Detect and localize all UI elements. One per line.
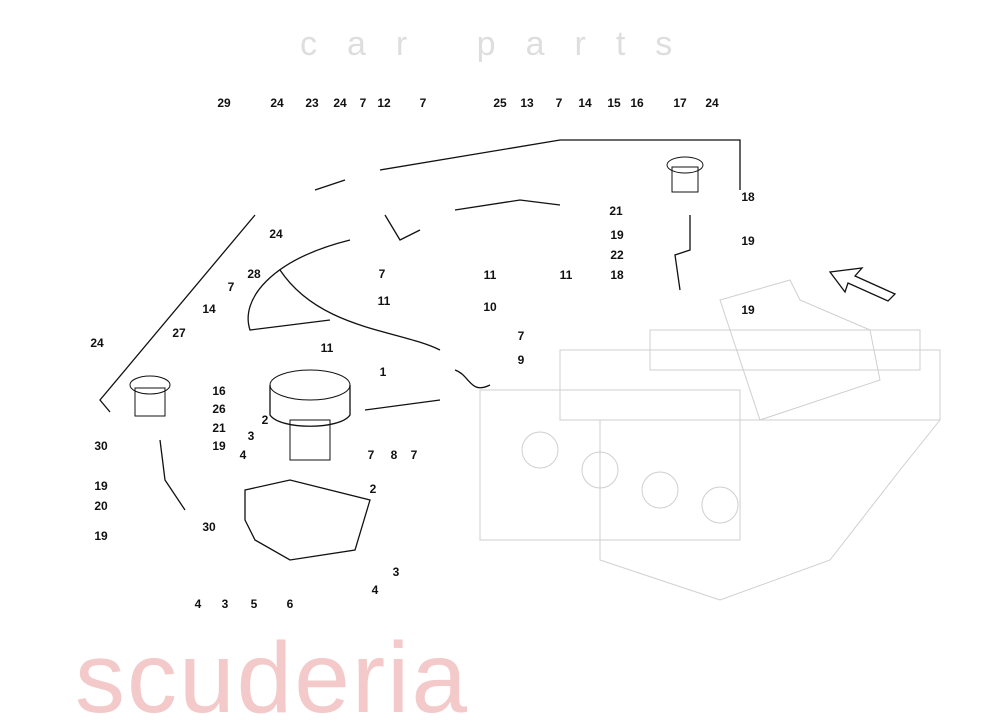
callout-19: 19 xyxy=(212,439,226,453)
callout-2: 2 xyxy=(262,413,269,427)
callout-4: 4 xyxy=(372,583,379,597)
hose-28 xyxy=(247,239,351,331)
hose-9 xyxy=(454,369,491,389)
callout-28: 28 xyxy=(247,267,261,281)
callout-21: 21 xyxy=(609,204,623,218)
callout-3: 3 xyxy=(248,429,255,443)
callout-25: 25 xyxy=(493,96,507,110)
hose-25 xyxy=(379,139,741,190)
callout-15: 15 xyxy=(607,96,621,110)
callout-18: 18 xyxy=(741,190,755,204)
callout-11: 11 xyxy=(378,294,391,308)
hoses xyxy=(99,139,741,511)
callout-3: 3 xyxy=(222,597,229,611)
callout-7: 7 xyxy=(228,280,235,294)
callout-30: 30 xyxy=(94,439,108,453)
secondary-air-pump xyxy=(269,369,351,461)
watermark-brand: scuderia xyxy=(75,622,469,727)
callout-9: 9 xyxy=(518,353,525,367)
callout-24: 24 xyxy=(270,96,284,110)
callout-7: 7 xyxy=(420,96,427,110)
callout-18: 18 xyxy=(610,268,624,282)
pipe-22 xyxy=(674,215,691,291)
valve-26 xyxy=(129,375,171,417)
callout-24: 24 xyxy=(705,96,719,110)
callout-3: 3 xyxy=(393,565,400,579)
callout-14: 14 xyxy=(578,96,592,110)
callout-13: 13 xyxy=(520,96,534,110)
callout-23: 23 xyxy=(305,96,319,110)
callout-7: 7 xyxy=(368,448,375,462)
bracket-5 xyxy=(244,479,371,561)
callout-8: 8 xyxy=(391,448,398,462)
callout-24: 24 xyxy=(269,227,283,241)
callout-19: 19 xyxy=(610,228,624,242)
callout-20: 20 xyxy=(94,499,108,513)
callout-19: 19 xyxy=(741,303,755,317)
callout-16: 16 xyxy=(630,96,644,110)
arrow-up-left-icon xyxy=(828,267,897,302)
callout-5: 5 xyxy=(251,597,258,611)
hose-8 xyxy=(364,399,441,411)
hose-29 xyxy=(99,214,256,413)
callout-26: 26 xyxy=(212,402,226,416)
callout-6: 6 xyxy=(287,597,294,611)
callout-24: 24 xyxy=(90,336,104,350)
watermark-sub: car parts xyxy=(300,25,702,63)
callout-21: 21 xyxy=(212,421,226,435)
callout-7: 7 xyxy=(360,96,367,110)
callout-1: 1 xyxy=(380,365,387,379)
callout-7: 7 xyxy=(379,267,386,281)
callout-11: 11 xyxy=(560,268,573,282)
hose-12 xyxy=(384,214,421,241)
pipe-20 xyxy=(159,439,186,511)
callout-7: 7 xyxy=(556,96,563,110)
callout-19: 19 xyxy=(741,234,755,248)
callout-7: 7 xyxy=(411,448,418,462)
callout-11: 11 xyxy=(484,268,497,282)
callout-27: 27 xyxy=(172,326,186,340)
callout-29: 29 xyxy=(217,96,231,110)
callout-2: 2 xyxy=(370,482,377,496)
callout-4: 4 xyxy=(195,597,202,611)
callout-30: 30 xyxy=(202,520,216,534)
callout-11: 11 xyxy=(321,341,334,355)
callout-4: 4 xyxy=(240,448,247,462)
hose-10 xyxy=(279,269,441,351)
hose-13 xyxy=(454,199,561,211)
callout-7: 7 xyxy=(518,329,525,343)
callout-19: 19 xyxy=(94,529,108,543)
callout-12: 12 xyxy=(377,96,391,110)
callout-19: 19 xyxy=(94,479,108,493)
callout-17: 17 xyxy=(673,96,687,110)
callout-24: 24 xyxy=(333,96,347,110)
engine-block xyxy=(479,279,941,601)
callout-14: 14 xyxy=(202,302,216,316)
callout-22: 22 xyxy=(610,248,624,262)
callout-10: 10 xyxy=(483,300,497,314)
valve-17 xyxy=(666,156,704,193)
tee-23 xyxy=(314,179,346,191)
callout-16: 16 xyxy=(212,384,226,398)
